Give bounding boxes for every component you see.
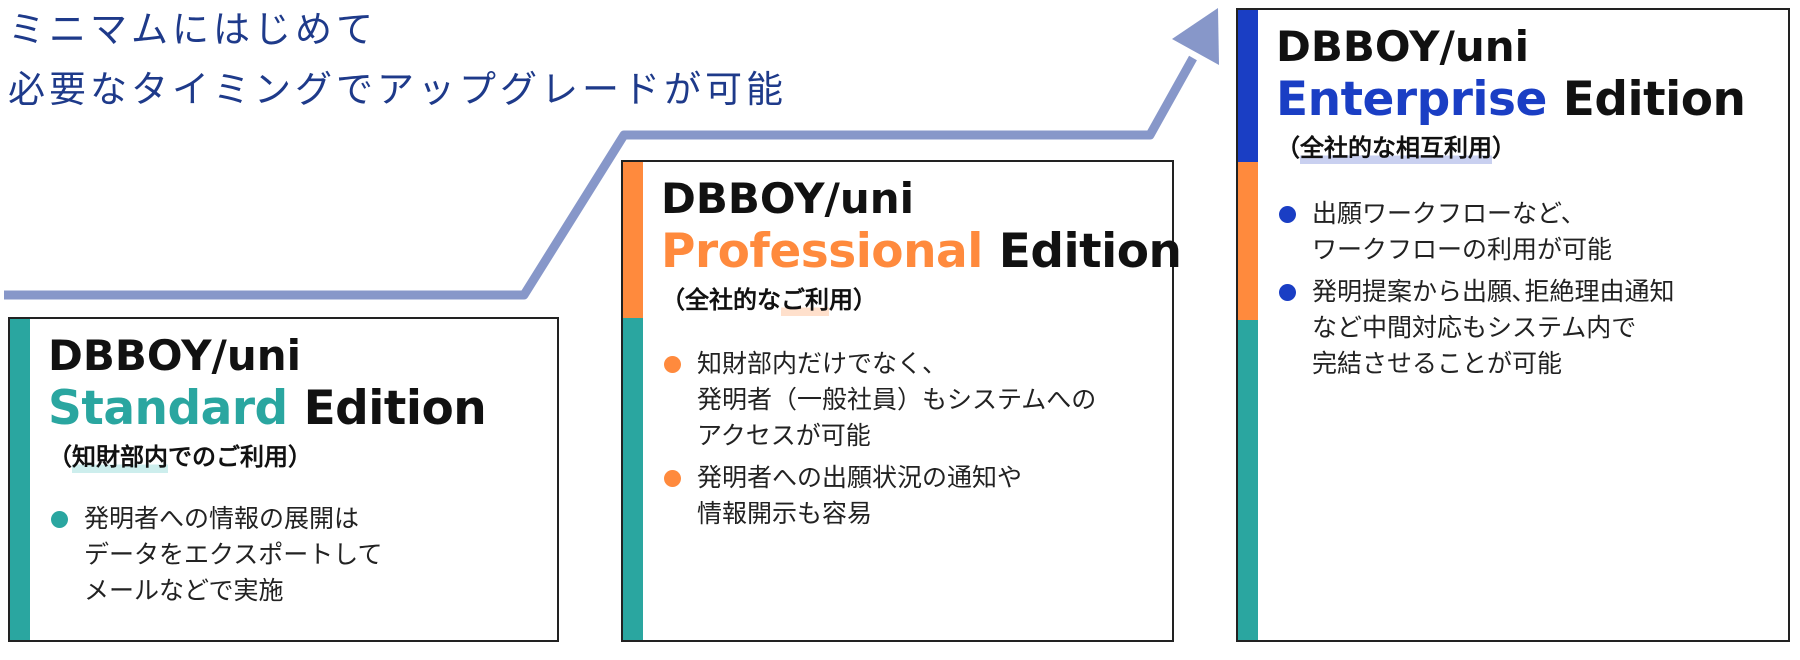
feature-list: 知財部内だけでなく、 発明者（一般社員）もシステムへの アクセスが可能 発明者へ… <box>661 346 1164 532</box>
subtitle-highlight: ご利 <box>781 286 829 316</box>
edition-suffix: Edition <box>1562 72 1746 127</box>
feature-item: 出願ワークフローなど、 ワークフローの利用が可能 <box>1276 196 1780 268</box>
headline-line-2: 必要なタイミングでアップグレードが可能 <box>8 68 787 111</box>
edition-name: Enterprise <box>1276 72 1547 127</box>
upgrade-arrow-line <box>4 55 1197 300</box>
headline-line-1: ミニマムにはじめて <box>8 8 377 51</box>
standard-color-bar <box>10 319 30 640</box>
edition-subtitle: （知財部内でのご利用） <box>48 443 312 473</box>
standard-edition-card: DBBOY/uni Standard Edition （知財部内でのご利用） 発… <box>8 317 559 642</box>
subtitle-highlight: 全社的な相互利用 <box>1300 134 1492 164</box>
feature-item: 発明提案から出願､拒絶理由通知 など中間対応もシステム内で 完結させることが可能 <box>1276 274 1780 382</box>
bullet-dot-icon <box>664 356 681 373</box>
edition-title: Enterprise Edition <box>1276 72 1780 128</box>
product-name: DBBOY/uni <box>48 331 302 380</box>
feature-list: 発明者への情報の展開は データをエクスポートして メールなどで実施 <box>48 501 549 609</box>
edition-suffix: Edition <box>303 381 487 436</box>
edition-suffix: Edition <box>998 224 1182 279</box>
headline: ミニマムにはじめて 必要なタイミングでアップグレードが可能 <box>8 0 787 120</box>
product-name: DBBOY/uni <box>661 174 915 223</box>
edition-name: Professional <box>661 224 983 279</box>
edition-title: Standard Edition <box>48 381 549 437</box>
enterprise-edition-card: DBBOY/uni Enterprise Edition （全社的な相互利用） … <box>1236 8 1790 642</box>
professional-color-bar <box>623 162 643 640</box>
bullet-dot-icon <box>664 470 681 487</box>
enterprise-color-bar <box>1238 10 1258 640</box>
upgrade-arrow-head <box>1172 8 1219 65</box>
feature-list: 出願ワークフローなど、 ワークフローの利用が可能 発明提案から出願､拒絶理由通知… <box>1276 196 1780 382</box>
edition-name: Standard <box>48 381 288 436</box>
edition-title: Professional Edition <box>661 224 1182 280</box>
feature-item: 知財部内だけでなく、 発明者（一般社員）もシステムへの アクセスが可能 <box>661 346 1164 454</box>
bullet-dot-icon <box>1279 284 1296 301</box>
edition-subtitle: （全社的なご利用） <box>661 286 877 316</box>
professional-edition-card: DBBOY/uni Professional Edition （全社的なご利用）… <box>621 160 1182 642</box>
bullet-dot-icon <box>1279 206 1296 223</box>
bullet-dot-icon <box>51 511 68 528</box>
feature-item: 発明者への出願状況の通知や 情報開示も容易 <box>661 460 1164 532</box>
feature-item: 発明者への情報の展開は データをエクスポートして メールなどで実施 <box>48 501 549 609</box>
subtitle-highlight: 知財部内 <box>72 443 168 473</box>
edition-subtitle: （全社的な相互利用） <box>1276 134 1516 164</box>
product-name: DBBOY/uni <box>1276 22 1530 71</box>
